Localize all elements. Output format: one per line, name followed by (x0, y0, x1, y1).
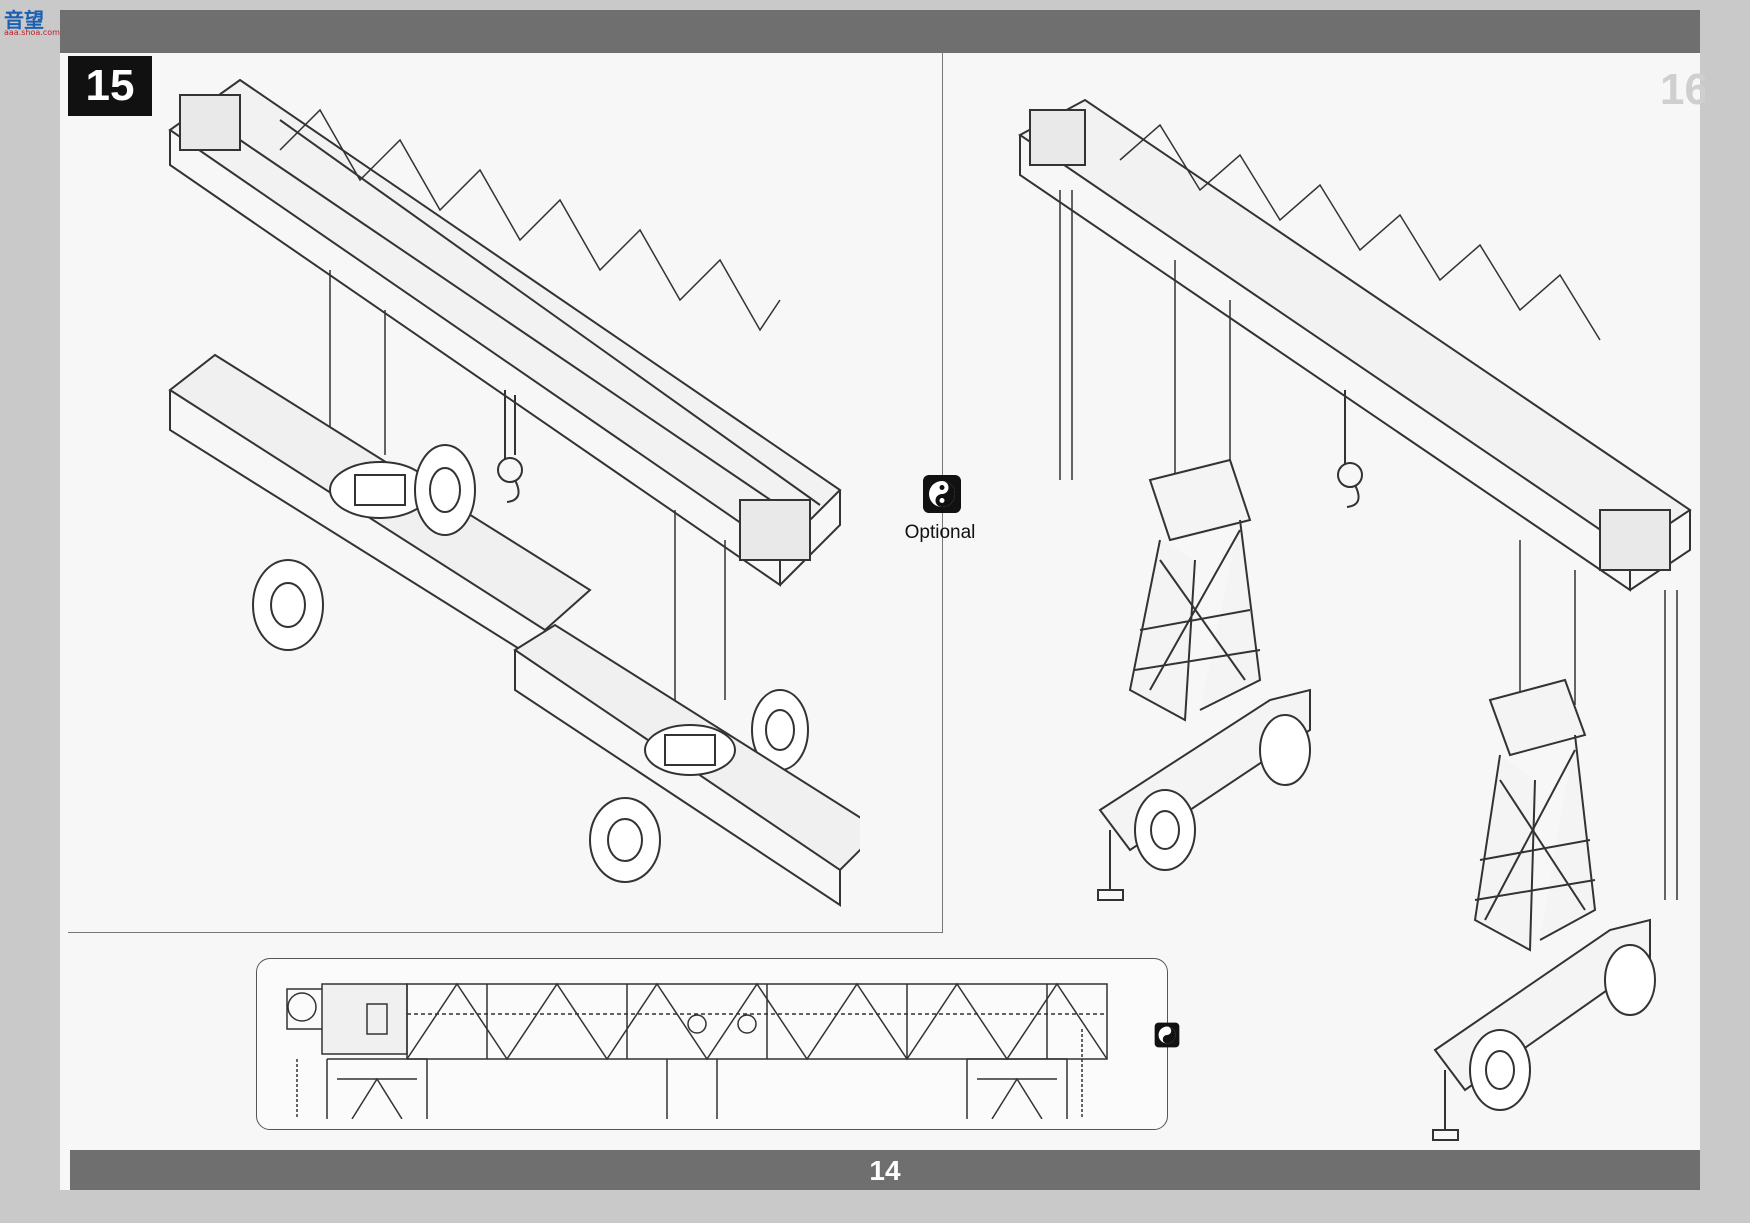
hook-block-16 (1337, 390, 1363, 508)
tower-wheels (1134, 714, 1656, 1111)
watermark-text: 音望 (4, 8, 44, 32)
outrigger-feet (1097, 830, 1459, 1141)
trailer-rear (513, 623, 860, 907)
optional-label: Optional (904, 522, 976, 543)
side-view-drawing (286, 982, 1108, 1119)
optional-icon (923, 475, 961, 513)
step-15-illustration (168, 78, 860, 907)
header-bar (60, 10, 1700, 53)
step-number-16: 16 (1660, 65, 1705, 114)
watermark-subtext: aaa.shoa.com (4, 28, 60, 37)
horizontal-divider (68, 932, 943, 933)
step-16-illustration (1018, 98, 1692, 1141)
footer-bar: 14 (70, 1150, 1700, 1190)
step-number-15: 15 (68, 56, 152, 116)
optional-icon-small (1154, 1022, 1180, 1048)
gantry-beam (168, 78, 842, 587)
gantry-beam-raised (1018, 98, 1692, 592)
trailer-front (168, 353, 592, 667)
tower-left (1098, 458, 1311, 852)
wheels (252, 444, 809, 883)
page-number: 14 (869, 1155, 901, 1186)
tower-right (1433, 678, 1651, 1092)
site-watermark: 音望 aaa.shoa.com (0, 0, 66, 42)
hoist-chains (1059, 190, 1678, 900)
hook-block (497, 390, 523, 503)
side-view-inset (256, 958, 1168, 1130)
